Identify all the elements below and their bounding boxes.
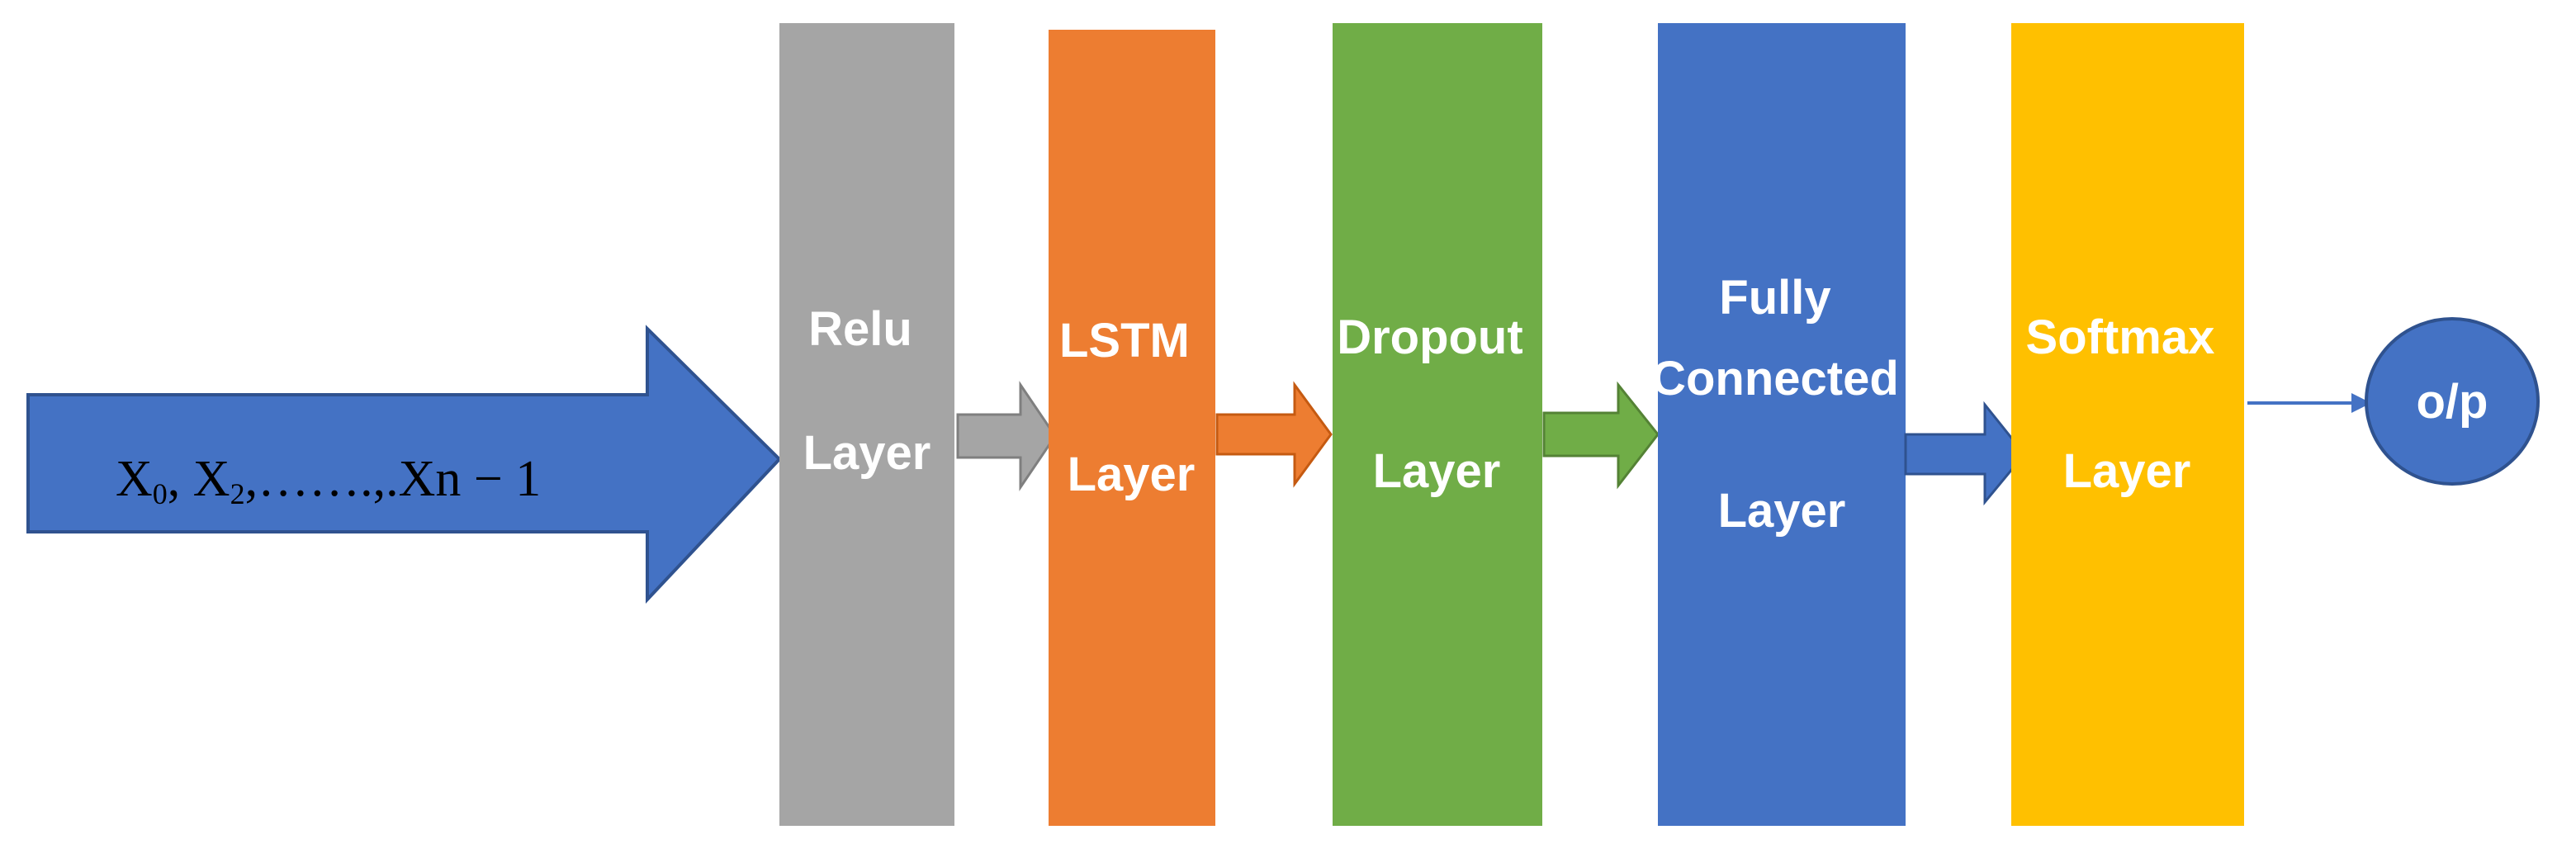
dropout-layer-line-2: Layer: [1373, 444, 1501, 498]
arrow-fully-connected-to-softmax: [1904, 401, 2026, 506]
lstm-layer-label: LSTM Layer: [1059, 314, 1203, 501]
relu-layer-line-1: Relu: [808, 302, 912, 356]
lstm-layer-line-2: Layer: [1068, 448, 1196, 501]
fully-connected-layer-line-1: Fully: [1719, 271, 1830, 325]
input-x0-subscript: 0: [153, 477, 168, 510]
dropout-layer-line-1: Dropout: [1337, 311, 1523, 364]
relu-layer-box: [779, 23, 954, 826]
input-x0: X: [116, 451, 153, 507]
relu-layer-line-2: Layer: [803, 426, 931, 480]
dropout-layer-label: Dropout Layer: [1337, 311, 1537, 498]
input-sequence-label: X0, X2,…….,.Xn − 1: [116, 451, 541, 510]
lstm-layer-box: [1049, 30, 1215, 826]
relu-layer-label: Relu Layer: [803, 302, 931, 480]
input-x2-subscript: 2: [230, 477, 245, 510]
arrow-dropout-to-fully-connected: [1542, 381, 1660, 490]
softmax-layer-box: [2011, 23, 2244, 826]
input-arrow: [26, 325, 782, 605]
input-x2: , X: [168, 451, 230, 507]
fully-connected-layer-box: [1658, 23, 1906, 826]
output-node: [2365, 317, 2540, 486]
arrow-relu-to-lstm: [956, 381, 1057, 491]
fully-connected-layer-label: Fully Connected Layer: [1651, 271, 1912, 538]
fully-connected-layer-line-2: Connected: [1651, 352, 1899, 405]
input-rest: ,…….,.Xn − 1: [245, 451, 542, 507]
arrow-softmax-to-output-head: [2351, 393, 2371, 413]
softmax-layer-line-1: Softmax: [2026, 311, 2215, 364]
output-label: o/p: [2417, 375, 2488, 429]
lstm-layer-line-1: LSTM: [1059, 314, 1190, 367]
dropout-layer-box: [1333, 23, 1542, 826]
arrow-lstm-to-dropout: [1215, 381, 1333, 488]
softmax-layer-label: Softmax Layer: [2026, 311, 2228, 498]
fully-connected-layer-line-3: Layer: [1718, 484, 1846, 538]
softmax-layer-line-2: Layer: [2063, 444, 2191, 498]
